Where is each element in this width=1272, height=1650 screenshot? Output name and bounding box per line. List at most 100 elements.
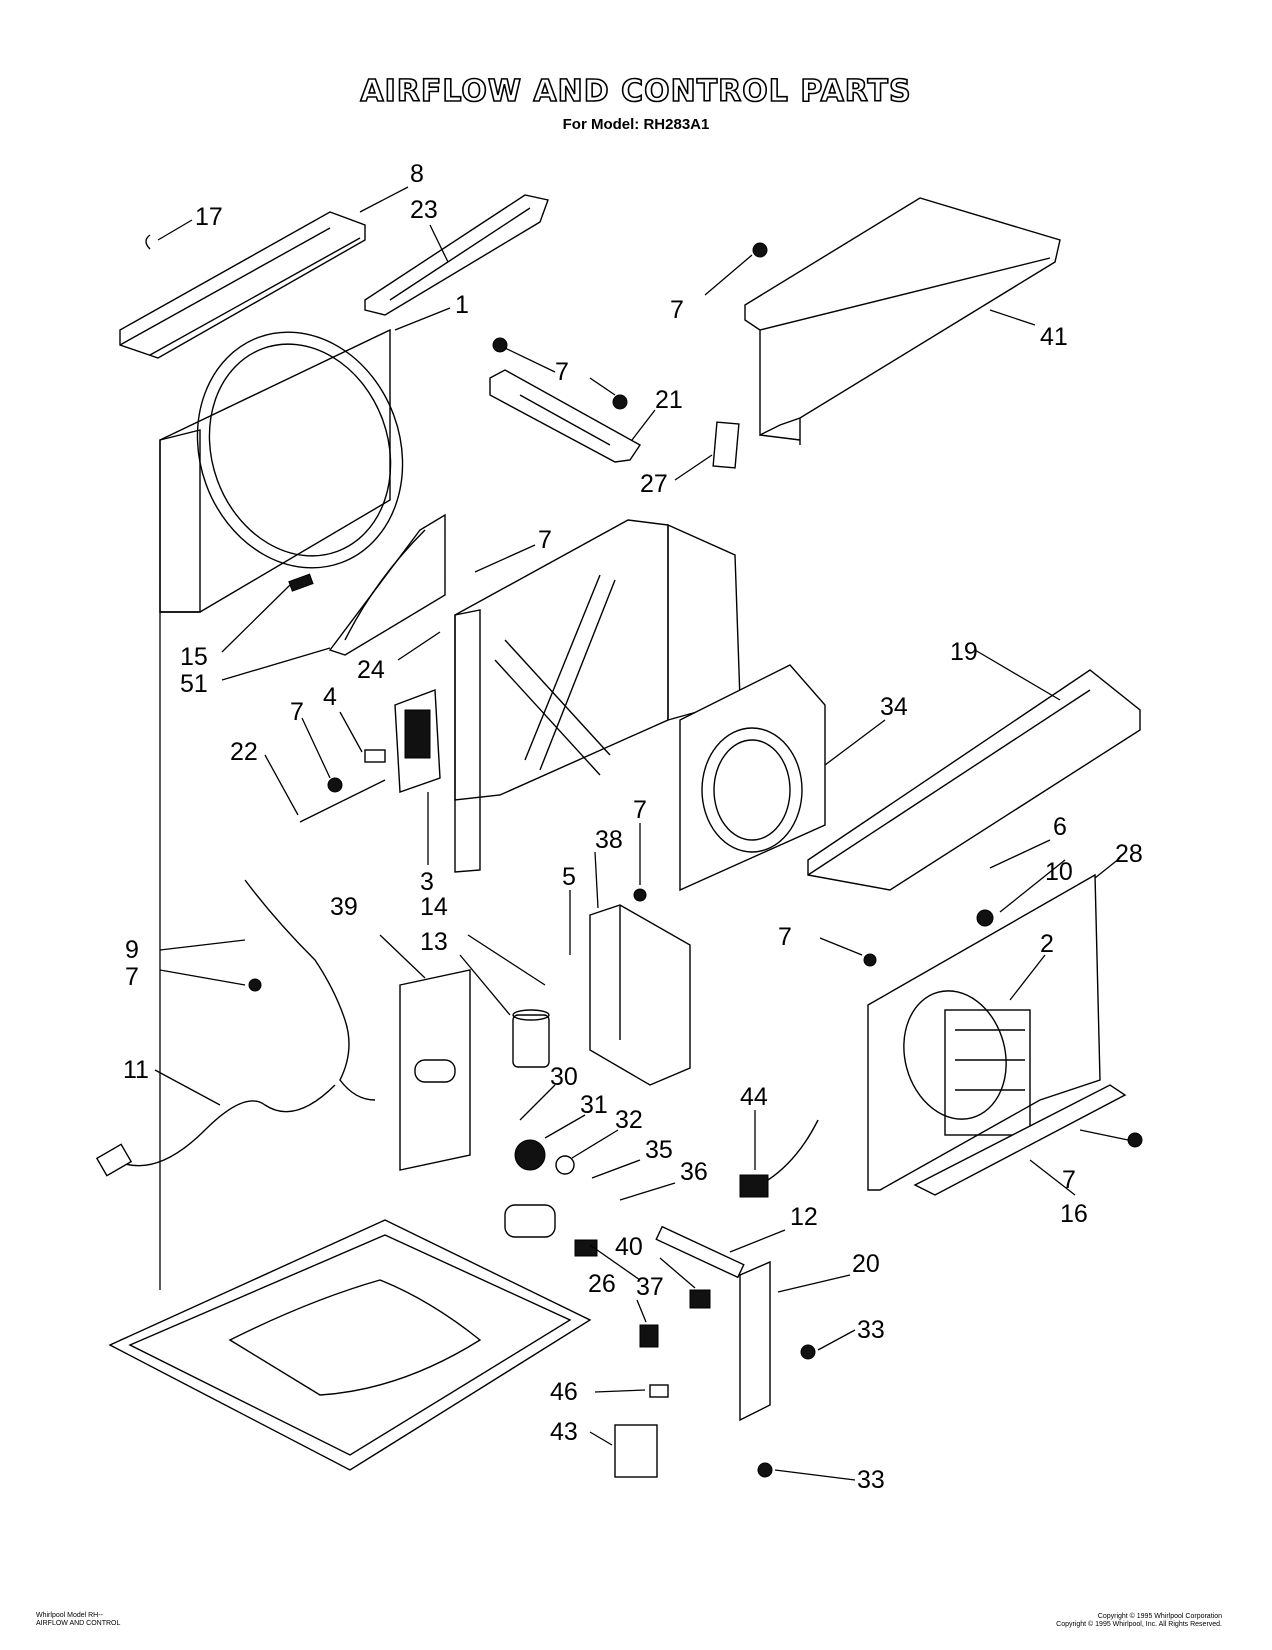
screw-icon	[327, 777, 343, 793]
part-20-bracket	[739, 1260, 771, 1422]
callout-1: 1	[455, 291, 469, 319]
part-10-cap	[976, 909, 994, 927]
callout-7: 7	[538, 526, 552, 554]
callout-16: 16	[1060, 1200, 1088, 1228]
callout-7: 7	[633, 796, 647, 824]
callout-51: 51	[180, 670, 208, 698]
part-41-top-cover	[744, 197, 1061, 445]
callout-4: 4	[323, 683, 337, 711]
callout-38: 38	[595, 826, 623, 854]
callout-34: 34	[880, 693, 908, 721]
callout-23: 23	[410, 196, 438, 224]
callout-7: 7	[670, 296, 684, 324]
callout-36: 36	[680, 1158, 708, 1186]
part-16-rail	[913, 1084, 1127, 1196]
footer-left: Whirlpool Model RH-- AIRFLOW AND CONTROL	[36, 1612, 120, 1628]
screw-icon	[1127, 1132, 1143, 1148]
part-31-hub	[514, 1139, 546, 1171]
callout-35: 35	[645, 1136, 673, 1164]
screw-icon	[757, 1462, 773, 1478]
part-32-washer	[555, 1155, 575, 1175]
footer-copyright-line2: Copyright © 1995 Whirlpool, Inc. All Rig…	[1056, 1621, 1222, 1628]
callout-12: 12	[790, 1203, 818, 1231]
callout-39: 39	[330, 893, 358, 921]
part-44-connector	[739, 1119, 819, 1198]
part-38-control-box	[589, 904, 691, 1086]
callout-3: 3	[420, 868, 434, 896]
callout-7: 7	[555, 358, 569, 386]
callout-10: 10	[1045, 858, 1073, 886]
callout-13: 13	[420, 928, 448, 956]
part-9-wire-harness	[244, 879, 376, 1101]
part-51-bracket	[328, 513, 446, 656]
part-34-blower-scroll	[679, 664, 826, 892]
part-1-shroud	[159, 328, 404, 613]
callout-17: 17	[195, 203, 223, 231]
footer-section-line: AIRFLOW AND CONTROL	[36, 1620, 121, 1627]
callout-19: 19	[950, 638, 978, 666]
part-17-clip	[145, 234, 151, 250]
part-15-block	[288, 573, 314, 592]
callout-33: 33	[857, 1466, 885, 1494]
callout-33: 33	[857, 1316, 885, 1344]
screw-icon	[633, 888, 647, 902]
footer-model-line: Whirlpool Model RH--	[36, 1612, 103, 1619]
callout-37: 37	[636, 1273, 664, 1301]
callout-8: 8	[410, 160, 424, 188]
footer-copyright: Copyright © 1995 Whirlpool Corporation C…	[1056, 1613, 1222, 1629]
callout-21: 21	[655, 386, 683, 414]
callout-20: 20	[852, 1250, 880, 1278]
screw-icon	[248, 978, 262, 992]
part-12-shaft	[655, 1225, 745, 1279]
callout-22: 22	[230, 738, 258, 766]
part-24-bulkhead	[454, 519, 741, 873]
part-22-rod	[299, 779, 386, 823]
screw-icon	[612, 394, 628, 410]
callout-7: 7	[125, 963, 139, 991]
part-28-heater-frame	[867, 873, 1101, 1191]
screw-icon	[752, 242, 768, 258]
part-21-brace	[489, 369, 642, 463]
callout-30: 30	[550, 1063, 578, 1091]
part-8-top-panel	[119, 211, 366, 359]
callout-44: 44	[740, 1083, 768, 1111]
part-4-bracket	[364, 749, 386, 763]
callout-27: 27	[640, 470, 668, 498]
part-27-label	[712, 421, 740, 469]
plug-icon	[95, 1143, 133, 1177]
callout-9: 9	[125, 936, 139, 964]
callout-40: 40	[615, 1233, 643, 1261]
base-pan	[108, 1219, 592, 1471]
part-11-power-cord	[114, 1084, 336, 1167]
callout-46: 46	[550, 1378, 578, 1406]
part-26-switch	[639, 1324, 659, 1348]
callout-43: 43	[550, 1418, 578, 1446]
part-3-control-housing	[394, 689, 441, 793]
callout-7: 7	[1062, 1166, 1076, 1194]
callout-7: 7	[778, 923, 792, 951]
callout-14: 14	[420, 893, 448, 921]
footer-copyright-line1: Copyright © 1995 Whirlpool Corporation	[1097, 1613, 1222, 1620]
part-19-shelf	[807, 669, 1141, 891]
callout-5: 5	[562, 863, 576, 891]
screw-icon	[492, 337, 508, 353]
part-13-capacitor	[512, 1009, 550, 1068]
part-40-switch	[689, 1289, 711, 1309]
part-39-panel	[399, 969, 471, 1171]
callout-labels: 8 17 23 1 7 21 7 41 27 7 15 51 24 19 34 …	[123, 160, 1143, 1494]
screw-icon	[863, 953, 877, 967]
part-46-connector	[649, 1384, 669, 1398]
part-43-label	[614, 1424, 658, 1478]
leader-lines	[154, 186, 1129, 1481]
callout-6: 6	[1053, 813, 1067, 841]
callout-7: 7	[290, 698, 304, 726]
callout-26: 26	[588, 1270, 616, 1298]
screw-icon	[800, 1344, 816, 1360]
model-subtitle: For Model: RH283A1	[562, 116, 710, 133]
part-37-motor	[504, 1204, 598, 1257]
callout-15: 15	[180, 643, 208, 671]
callout-41: 41	[1040, 323, 1068, 351]
callout-31: 31	[580, 1091, 608, 1119]
callout-11: 11	[123, 1056, 149, 1084]
